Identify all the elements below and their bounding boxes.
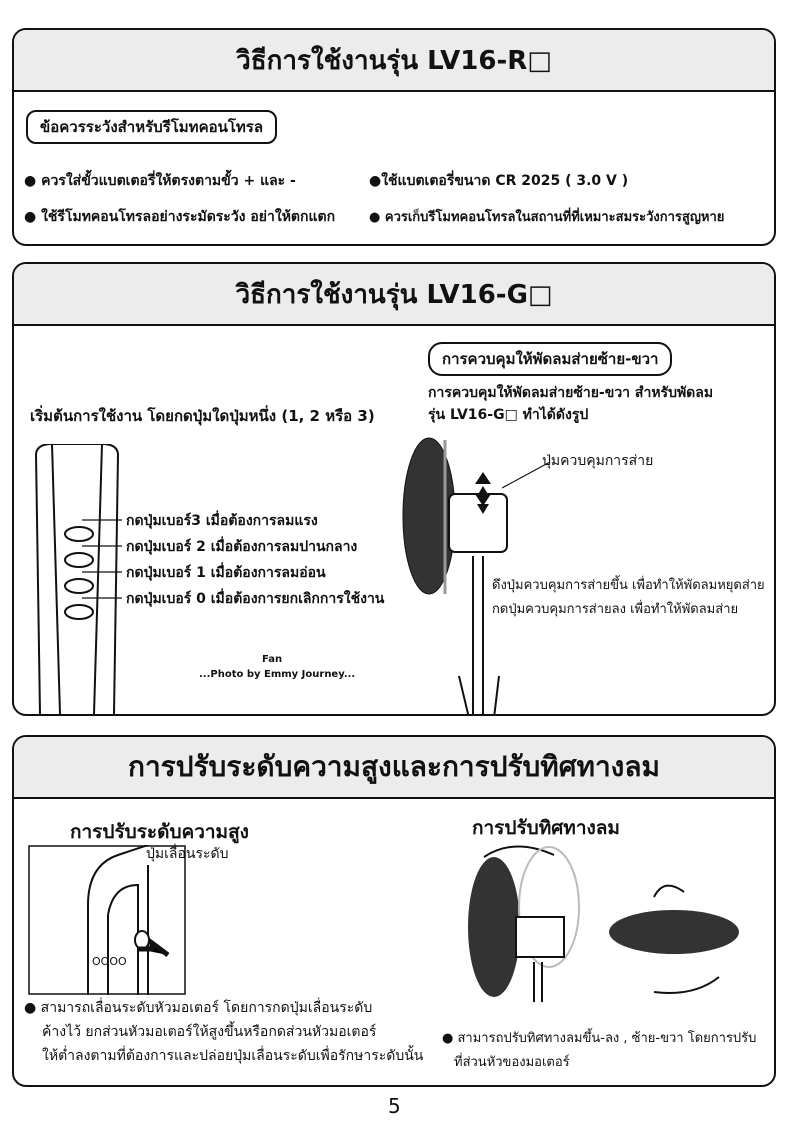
direction-note: ที่ส่วนหัวของมอเตอร์ bbox=[454, 1055, 570, 1070]
section-title: วิธีการใช้งานรุ่น LV16-R□ bbox=[14, 30, 774, 92]
remote-control-illustration bbox=[34, 444, 122, 714]
height-title: การปรับระดับความสูง bbox=[70, 821, 249, 843]
button-2-label: กดปุ่มเบอร์ 2 เมื่อต้องการลมปานกลาง bbox=[126, 539, 358, 555]
direction-title: การปรับทิศทางลม bbox=[472, 817, 620, 839]
section-height-direction: การปรับระดับความสูงและการปรับทิศทางลม กา… bbox=[12, 735, 776, 1087]
bullet-text: ควรเก็บรีโมทคอนโทรลในสถานที่ที่เหมาะสมระ… bbox=[384, 210, 725, 225]
height-note: ● สามารถเลื่อนระดับหัวมอเตอร์ โดยการกดปุ… bbox=[24, 1000, 373, 1016]
height-note: ค้างไว้ ยกส่วนหัวมอเตอร์ให้สูงขึ้นหรือกด… bbox=[42, 1024, 377, 1040]
bullet: ● ควรใส่ขั้วแบตเตอรี่ให้ตรงตามขั้ว + และ… bbox=[24, 173, 296, 189]
button-3-label: กดปุ่มเบอร์3 เมื่อต้องการลมแรง bbox=[126, 513, 318, 529]
swing-desc: การควบคุมให้พัดลมส่ายซ้าย-ขวา สำหรับพัดล… bbox=[428, 385, 714, 401]
swing-note: ดึงปุ่มควบคุมการส่ายขึ้น เพื่อทำให้พัดลม… bbox=[492, 578, 765, 593]
start-instruction: เริ่มต้นการใช้งาน โดยกดปุ่มใดปุ่มหนึ่ง (… bbox=[30, 407, 375, 425]
page-number: 5 bbox=[388, 1094, 401, 1118]
swing-note: กดปุ่มควบคุมการส่ายลง เพื่อทำให้พัดลมส่า… bbox=[492, 602, 739, 617]
swing-knob-label: ปุ่มควบคุมการส่าย bbox=[542, 453, 654, 469]
button-1-label: กดปุ่มเบอร์ 1 เมื่อต้องการลมอ่อน bbox=[126, 565, 326, 581]
section-title: การปรับระดับความสูงและการปรับทิศทางลม bbox=[14, 737, 774, 799]
direction-adjust-illustration bbox=[468, 845, 739, 1002]
section-remote-precautions: วิธีการใช้งานรุ่น LV16-R□ ข้อควรระวังสำห… bbox=[12, 28, 776, 246]
watermark-line: Fan bbox=[262, 654, 283, 665]
button-0-label: กดปุ่มเบอร์ 0 เมื่อต้องการยกเลิกการใช้งา… bbox=[126, 591, 385, 607]
height-adjust-illustration: OOOO bbox=[28, 845, 186, 995]
note-text: สามารถเลื่อนระดับหัวมอเตอร์ โดยการกดปุ่ม… bbox=[40, 1000, 373, 1016]
watermark-line: ...Photo by Emmy Journey... bbox=[199, 669, 356, 680]
fan-side-illustration bbox=[402, 437, 508, 714]
subtitle-box: ข้อควรระวังสำหรับรีโมทคอนโทรล bbox=[26, 110, 278, 144]
section-title: วิธีการใช้งานรุ่น LV16-G□ bbox=[14, 264, 774, 326]
bullet-text: ใช้รีโมทคอนโทรลอย่างระมัดระวัง อย่าให้ตก… bbox=[41, 209, 336, 225]
bullet: ● ควรเก็บรีโมทคอนโทรลในสถานที่ที่เหมาะสม… bbox=[369, 210, 725, 225]
section-lv16g-usage: วิธีการใช้งานรุ่น LV16-G□ เริ่มต้นการใช้… bbox=[12, 262, 776, 716]
height-button-label: ปุ่มเลื่อนระดับ bbox=[146, 846, 229, 862]
note-text: สามารถปรับทิศทางลมขึ้น-ลง , ซ้าย-ขวา โดย… bbox=[457, 1031, 757, 1046]
swing-title-box: การควบคุมให้พัดลมส่ายซ้าย-ขวา bbox=[428, 342, 673, 376]
bullet-text: ใช้แบตเตอรี่ขนาด CR 2025 ( 3.0 V ) bbox=[381, 173, 629, 189]
pointer-line bbox=[502, 461, 551, 489]
direction-note: ● สามารถปรับทิศทางลมขึ้น-ลง , ซ้าย-ขวา โ… bbox=[442, 1031, 757, 1046]
bullet: ●ใช้แบตเตอรี่ขนาด CR 2025 ( 3.0 V ) bbox=[369, 173, 629, 189]
bullet-text: ควรใส่ขั้วแบตเตอรี่ให้ตรงตามขั้ว + และ - bbox=[41, 173, 296, 189]
svg-text:OOOO: OOOO bbox=[92, 955, 127, 968]
swing-desc: รุ่น LV16-G□ ทำได้ดังรูป bbox=[428, 407, 589, 423]
height-note: ให้ต่ำลงตามที่ต้องการและปล่อยปุ่มเลื่อนร… bbox=[42, 1048, 424, 1064]
bullet: ● ใช้รีโมทคอนโทรลอย่างระมัดระวัง อย่าให้… bbox=[24, 209, 336, 225]
